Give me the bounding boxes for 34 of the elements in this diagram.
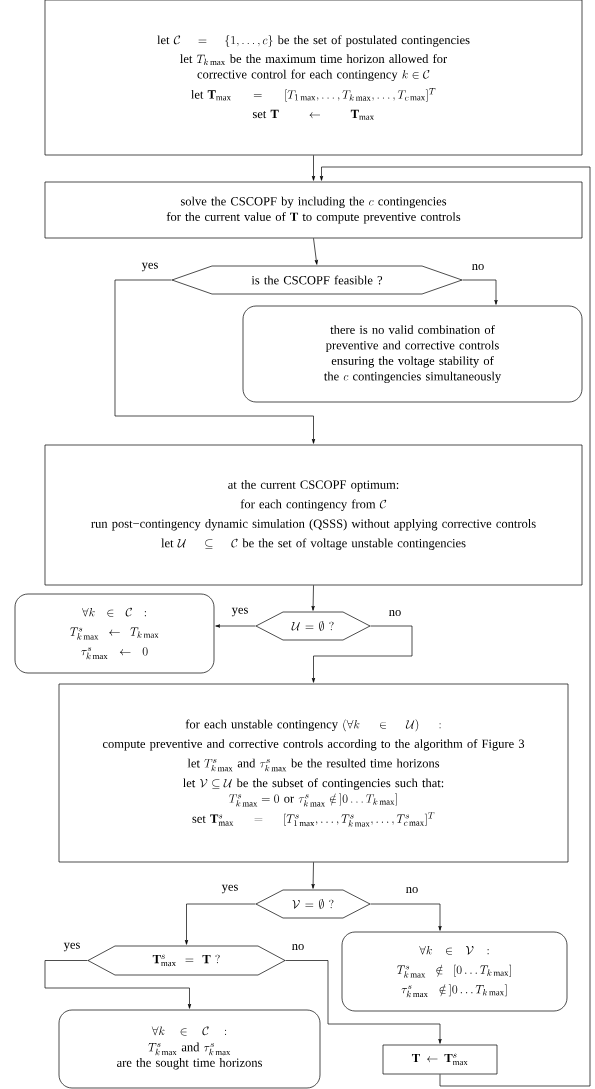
- arrow: [311, 155, 316, 181]
- arrow: [311, 625, 413, 683]
- decision-hexagon: $\mathbf{T}^s_{\max}=\mathbf{T}\ ?$: [87, 945, 286, 976]
- edge-label: yes: [140, 261, 160, 273]
- arrow: [311, 585, 315, 611]
- edge-label: yes: [62, 941, 82, 953]
- decision-hexagon: $\mathcal{U}=\emptyset\ ?$: [255, 611, 371, 641]
- edge-label: yes: [220, 883, 240, 895]
- edge-label: no: [470, 263, 486, 271]
- decision-hexagon: $\mathcal{V}=\emptyset\ ?$: [255, 889, 371, 919]
- arrow: [184, 903, 256, 945]
- edge-label: no: [387, 609, 403, 617]
- edge-label: yes: [230, 606, 250, 618]
- result-box: $\forall k\in\mathcal{C}:$ $T^s_{k\max}\leftarrow T_{k\max}$ $\tau^s_{k\max}\leftarrow 0$: [14, 593, 215, 674]
- process-box: $\text{for each unstable contingency } (\forall k\in\mathcal{U}):$ compute preventive and corrective controls according to the algorithm of Figure 3 $\text{let } T^s_{k\max} \text{ and } \tau^s_{k\max} \text{ be the resulted time horizons}$ $\begin{array}{c}\text{let } \mathcal{V}\subseteq\mathcal{U} \text{ be the subset of contingencies such that:}\\ T^s_{k\max}=0 \text{ or } \tau^s_{k\max}\notin\,]0\ldots T_{k\max}]\end{array}$ $\text{set } \mathbf{T}^s_{\max}=[T^s_{1\max},\ldots,T^s_{k\max},\ldots,T^s_{c\max}]^T$: [58, 683, 569, 863]
- arrow: [462, 279, 498, 305]
- arrow: [285, 960, 442, 1044]
- edge-label: no: [290, 943, 306, 951]
- process-box: $\begin{array}{c}\text{solve the CSCOPF by including the } c \text{ contingencies}\\ \text{for the current value of } \mathbf{T} \text{ to compute preventive controls}\end{array}$: [44, 181, 583, 239]
- result-box: $\begin{array}{c}\text{there is no valid combination of}\\ \text{preventive and corrective controls}\\ \text{ensuring the voltage stability of}\\ \text{the } c \text{ contingencies simultaneously}\end{array}$: [242, 305, 583, 403]
- process-box: $\text{let } \mathcal{C}=\{1,\ldots,c\} \text{ be the set of postulated contingencies}$ $\begin{array}{c}\text{let } T_{k\max} \text{ be the maximum time horizon allowed for}\\ \text{corrective control for each contingency } k\in\mathcal{C}\end{array}$ $\text{let } \mathbf{T}_{\max}=[T_{1\max},\ldots,T_{k\max},\ldots,T_{c\max}]^T$ $\text{set } \mathbf{T}\leftarrow\mathbf{T}_{\max}$: [44, 0, 583, 156]
- result-box: $\forall k\in\mathcal{V}:$ $T^s_{k\max}\notin[0\ldots T_{k\max}]$ $\tau^s_{k\max}\notin\,]0\ldots T_{k\max}]$: [341, 931, 568, 1012]
- arrow: [44, 960, 192, 1009]
- arrow: [370, 903, 442, 931]
- result-box: $\forall k\in\mathcal{C}:$ $\begin{array}{c}T^s_{k\max} \text{ and } \tau^s_{k\max}\\ \text{are the sought time horizons}\end{array}$: [58, 1009, 321, 1089]
- arrow: [215, 624, 256, 628]
- edge-label: no: [404, 886, 420, 894]
- arrow: [319, 166, 591, 1087]
- decision-hexagon: is the CSCOPF feasible ?: [171, 265, 463, 295]
- arrow: [311, 862, 315, 889]
- arrow: [313, 238, 318, 265]
- process-box: at the current CSCOPF optimum: $\text{for each contingency from } \mathcal{C}$ run post−contingency dynamic simulation (QSSS) without applying corrective controls $\text{let } \mathcal{U}\subseteq\mathcal{C} \text{ be the set of voltage unstable contingencies}$: [44, 444, 583, 586]
- arrow: [114, 279, 316, 444]
- process-box: $\mathbf{T}\leftarrow\mathbf{T}^s_{\max}$: [382, 1044, 498, 1075]
